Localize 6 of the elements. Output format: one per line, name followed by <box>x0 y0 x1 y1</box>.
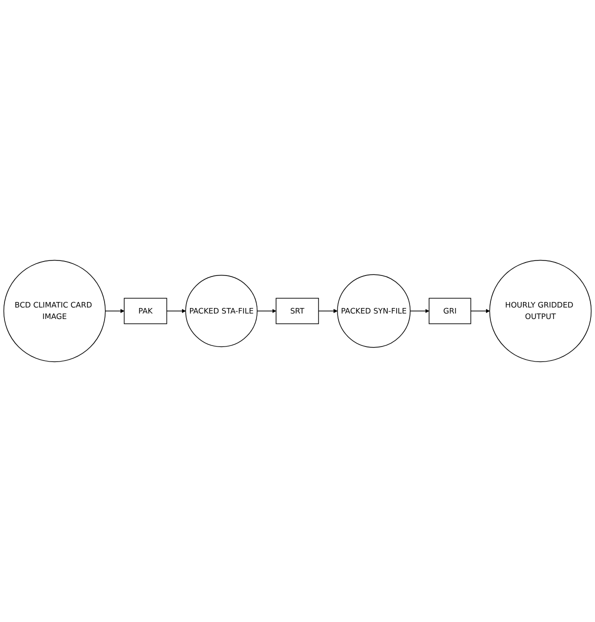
arrow <box>104 308 124 314</box>
arrow <box>166 308 186 314</box>
arrow <box>318 308 338 314</box>
arrow <box>410 308 430 314</box>
arrow <box>256 308 276 314</box>
arrow <box>470 308 490 314</box>
